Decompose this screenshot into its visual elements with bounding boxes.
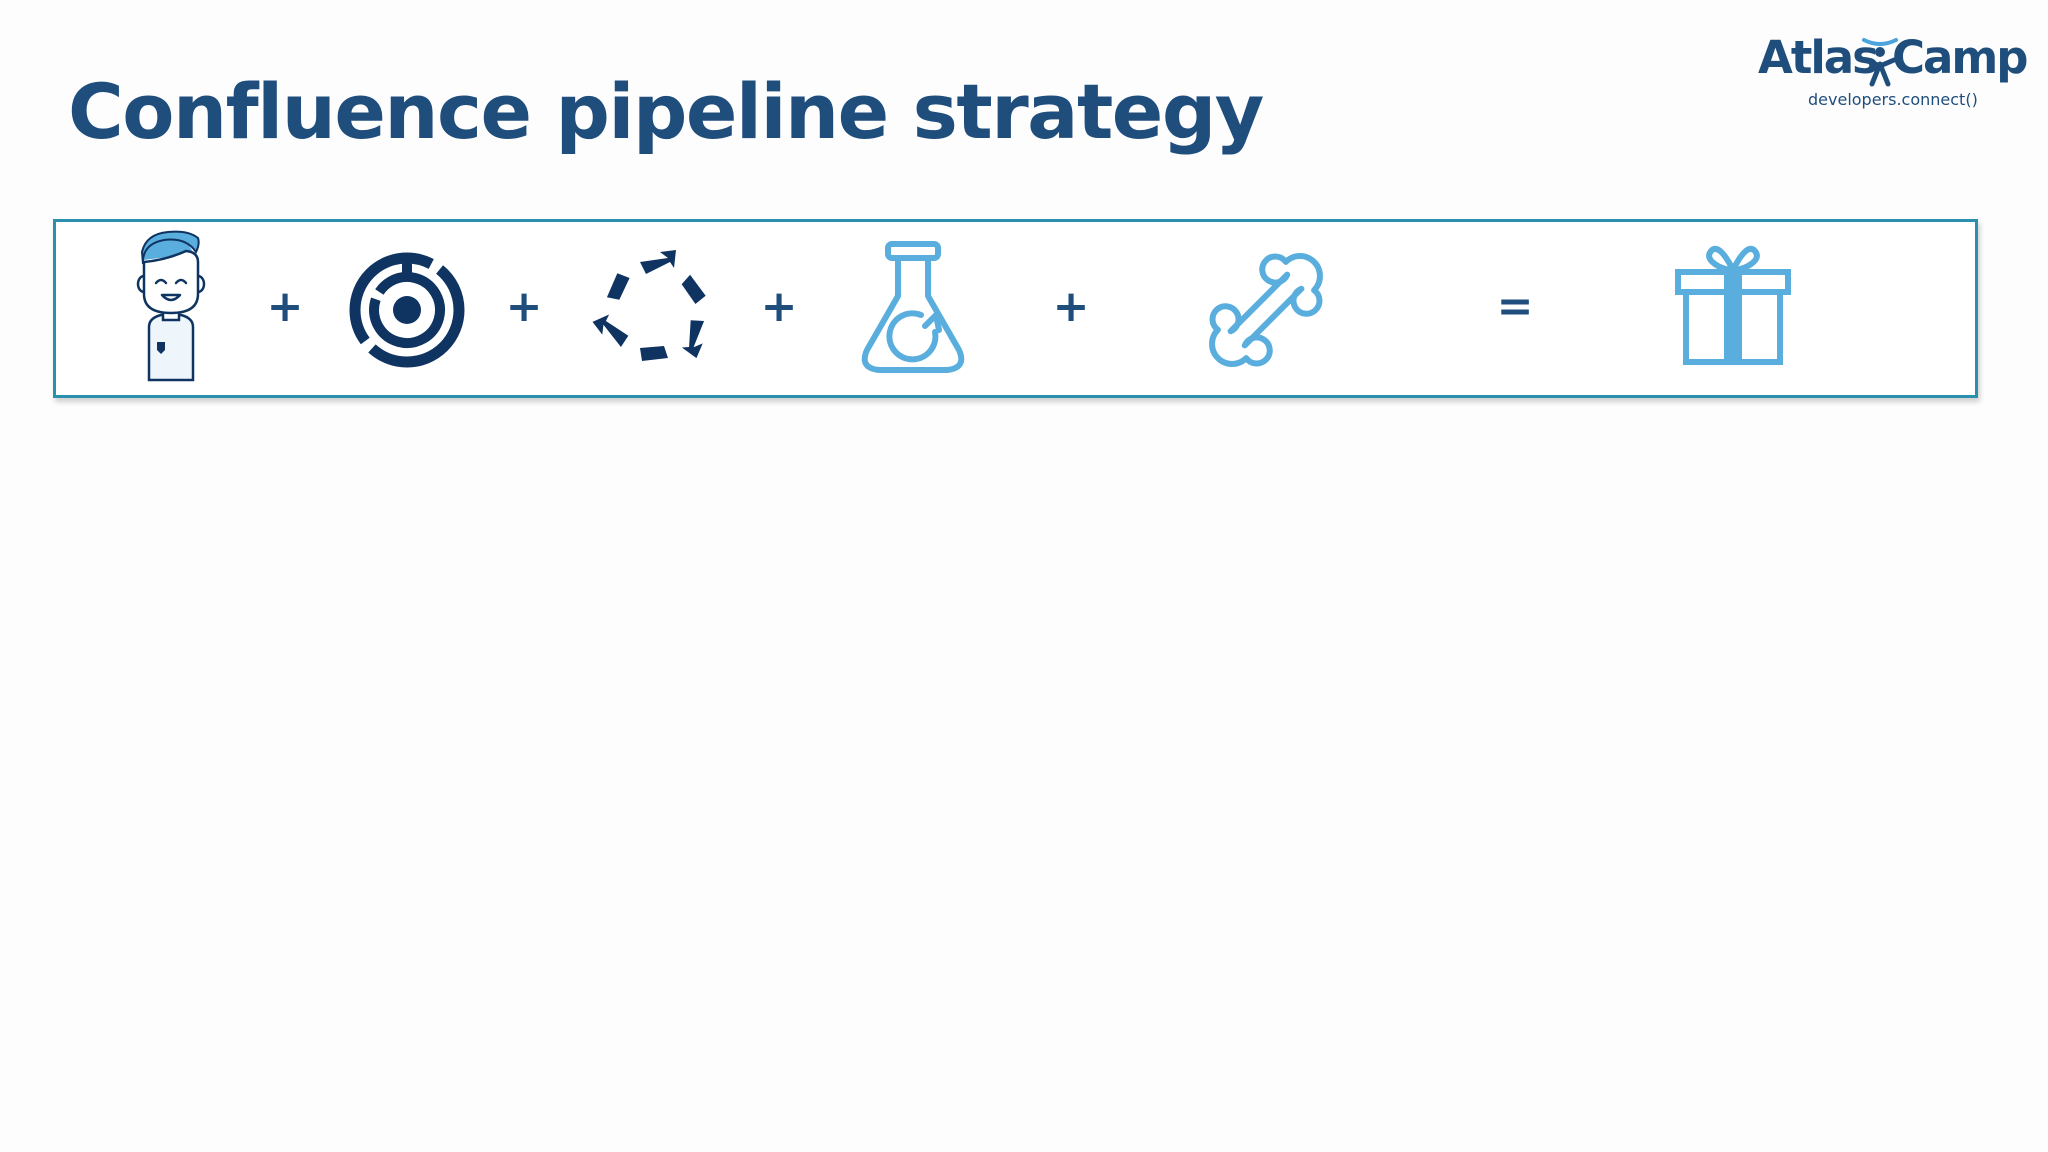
gift-icon (1675, 246, 1791, 365)
plus-operator: + (760, 281, 798, 332)
equals-operator: = (1496, 281, 1534, 332)
equation-item-gift (1668, 222, 1798, 395)
equation-item-flask (845, 222, 981, 395)
logo-tagline: developers.connect() (1808, 90, 1978, 109)
cycle-arrows-icon (592, 250, 706, 361)
equation-item-person (126, 222, 216, 395)
equation-item-bone (1196, 222, 1336, 395)
equation-item-target (342, 222, 472, 395)
plus-operator: + (266, 281, 304, 332)
bone-icon (1209, 253, 1323, 367)
target-icon (349, 252, 465, 368)
logo-word-atlas: Atlas (1758, 31, 1879, 84)
person-icon (136, 230, 206, 382)
pipeline-equation-strip: + + + (53, 219, 1978, 398)
plus-operator: + (1052, 281, 1090, 332)
atlascamp-logo: Atlas Camp developers.connect() (1754, 28, 2028, 114)
flask-icon (861, 241, 965, 373)
plus-operator: + (505, 281, 543, 332)
page-title: Confluence pipeline strategy (68, 67, 1264, 156)
atlascamp-figure-icon (1862, 38, 1898, 87)
logo-word-camp: Camp (1892, 31, 2028, 84)
equation-item-cycle (590, 222, 720, 395)
